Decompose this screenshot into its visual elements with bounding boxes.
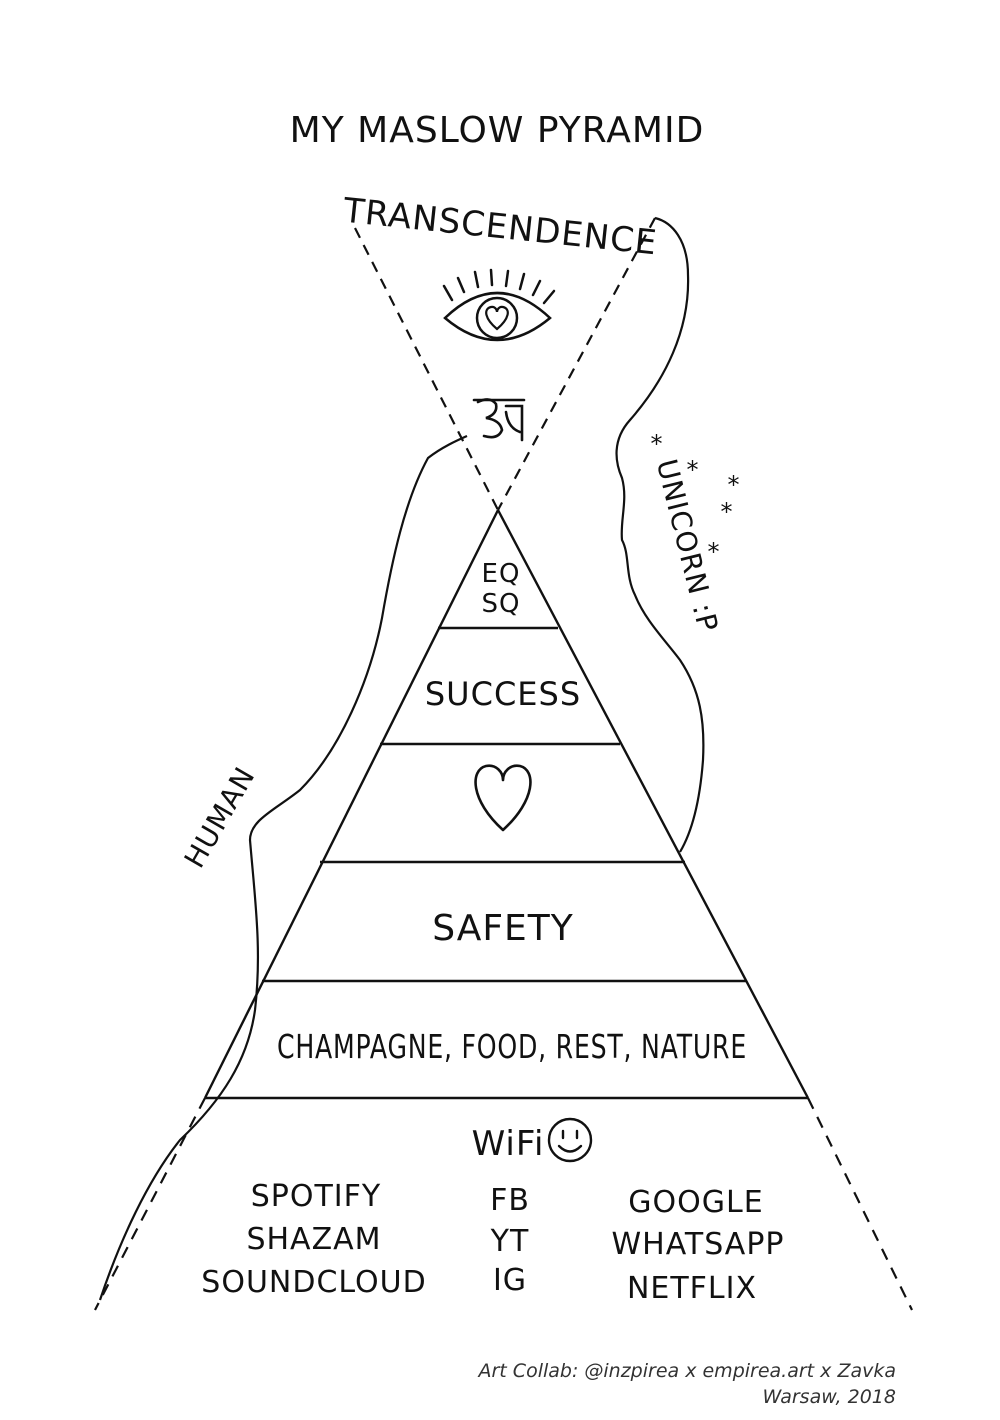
transcendence-triangle [354, 217, 656, 511]
human-label: HUMAN [178, 761, 262, 873]
app-google: GOOGLE [628, 1185, 763, 1220]
level-base-header: WiFi [472, 1124, 545, 1164]
svg-text:*: * [708, 538, 721, 566]
svg-text:*: * [728, 471, 741, 499]
human-curve [98, 434, 468, 1301]
heart-in-eye-icon [485, 305, 509, 331]
level-peak-sq: SQ [482, 589, 521, 619]
app-spotify: SPOTIFY [251, 1179, 382, 1214]
level-safety: SAFETY [432, 908, 574, 949]
app-soundcloud: SOUNDCLOUD [201, 1265, 426, 1300]
sparkle-icons: * * * * * [651, 430, 741, 566]
unicorn-curve [615, 216, 705, 853]
pyramid-outline [203, 509, 810, 1099]
base-column-middle: FB YT IG [490, 1183, 530, 1298]
app-fb: FB [490, 1183, 530, 1218]
diagram-title: MY MASLOW PYRAMID [290, 110, 705, 151]
level-physiological: CHAMPAGNE, FOOD, REST, NATURE [277, 1027, 747, 1066]
heart-icon [474, 764, 532, 832]
svg-text:*: * [651, 430, 664, 458]
base-column-right: GOOGLE WHATSAPP NETFLIX [611, 1185, 784, 1306]
level-success: SUCCESS [425, 675, 581, 713]
level-peak-eq: EQ [482, 559, 521, 589]
app-ig: IG [493, 1263, 527, 1298]
app-whatsapp: WHATSAPP [611, 1227, 784, 1262]
app-netflix: NETFLIX [627, 1271, 757, 1306]
credit-line-2: Warsaw, 2018 [762, 1386, 896, 1408]
transcendence-label: TRANSCENDENCE [340, 191, 659, 264]
level-dividers [205, 626, 808, 1100]
smiley-icon [547, 1117, 593, 1163]
app-yt: YT [490, 1224, 530, 1259]
base-column-left: SPOTIFY SHAZAM SOUNDCLOUD [201, 1179, 426, 1300]
credit-line-1: Art Collab: @inzpirea x empirea.art x Za… [478, 1360, 897, 1382]
om-symbol-icon [472, 398, 526, 442]
eye-icon [442, 268, 556, 342]
app-shazam: SHAZAM [246, 1222, 381, 1257]
svg-text:*: * [687, 456, 700, 484]
svg-text:*: * [721, 498, 734, 526]
base-dashed-edges [94, 1097, 913, 1311]
